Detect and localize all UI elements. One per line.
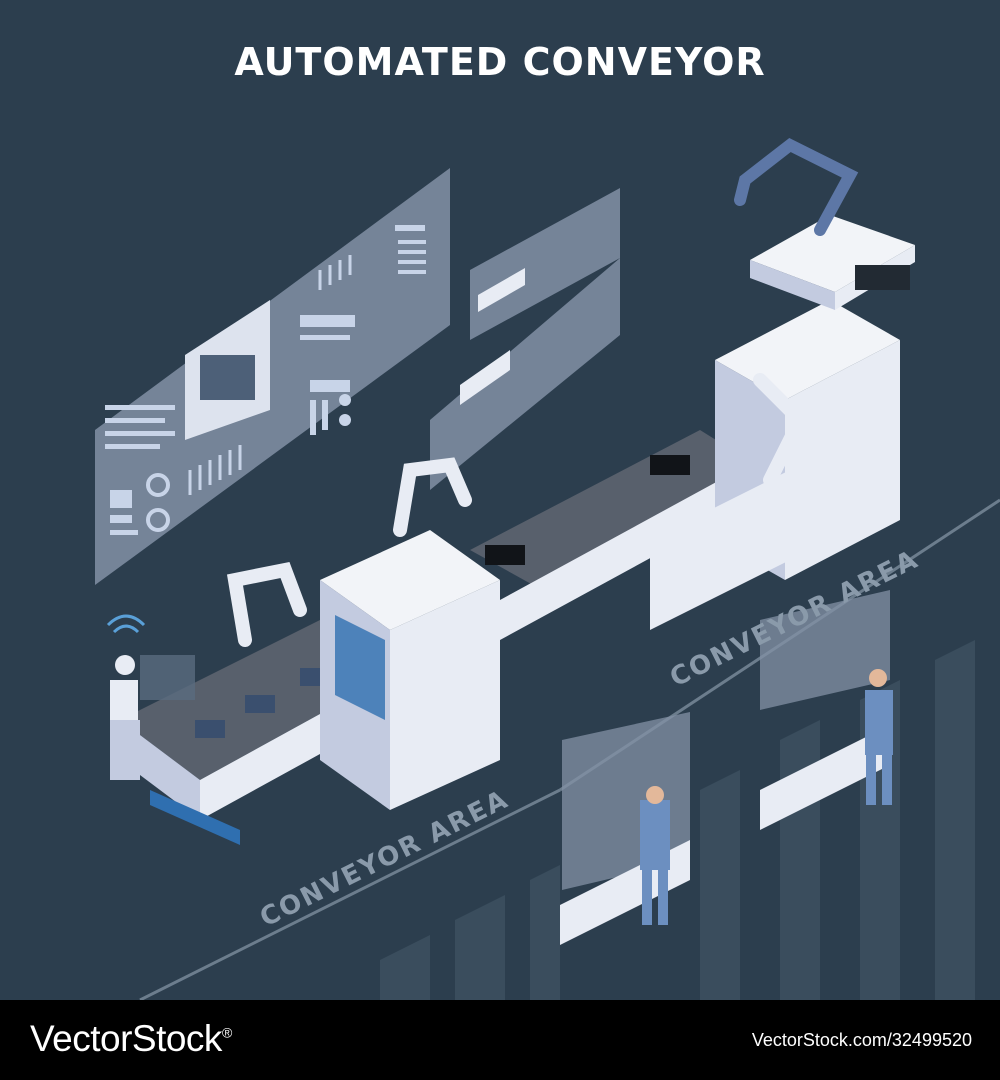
artwork: AUTOMATED CONVEYOR CONVEYOR AREA CONVEYO… [95, 40, 1000, 1000]
robot-arms [226, 373, 809, 647]
watermark-logo-text: VectorStock [30, 1018, 222, 1059]
worker-station-front [560, 712, 690, 945]
conveyor-scene [95, 137, 1000, 1000]
worker-station-back [760, 590, 893, 830]
central-machine [320, 530, 500, 810]
watermark-bar: VectorStock® VectorStock.com/32499520 [0, 1000, 1000, 1080]
holo-dashboard-panel [95, 168, 450, 585]
holo-screens-small [430, 188, 620, 490]
android-robot [106, 614, 195, 780]
registered-mark: ® [221, 1024, 232, 1041]
middle-conveyor [470, 430, 780, 640]
mobile-crane-robot [734, 137, 915, 310]
right-machine [650, 300, 900, 630]
watermark-url: VectorStock.com/32499520 [751, 1030, 972, 1050]
watermark-logo: VectorStock® [30, 1018, 232, 1060]
page-title: AUTOMATED CONVEYOR [234, 40, 766, 84]
